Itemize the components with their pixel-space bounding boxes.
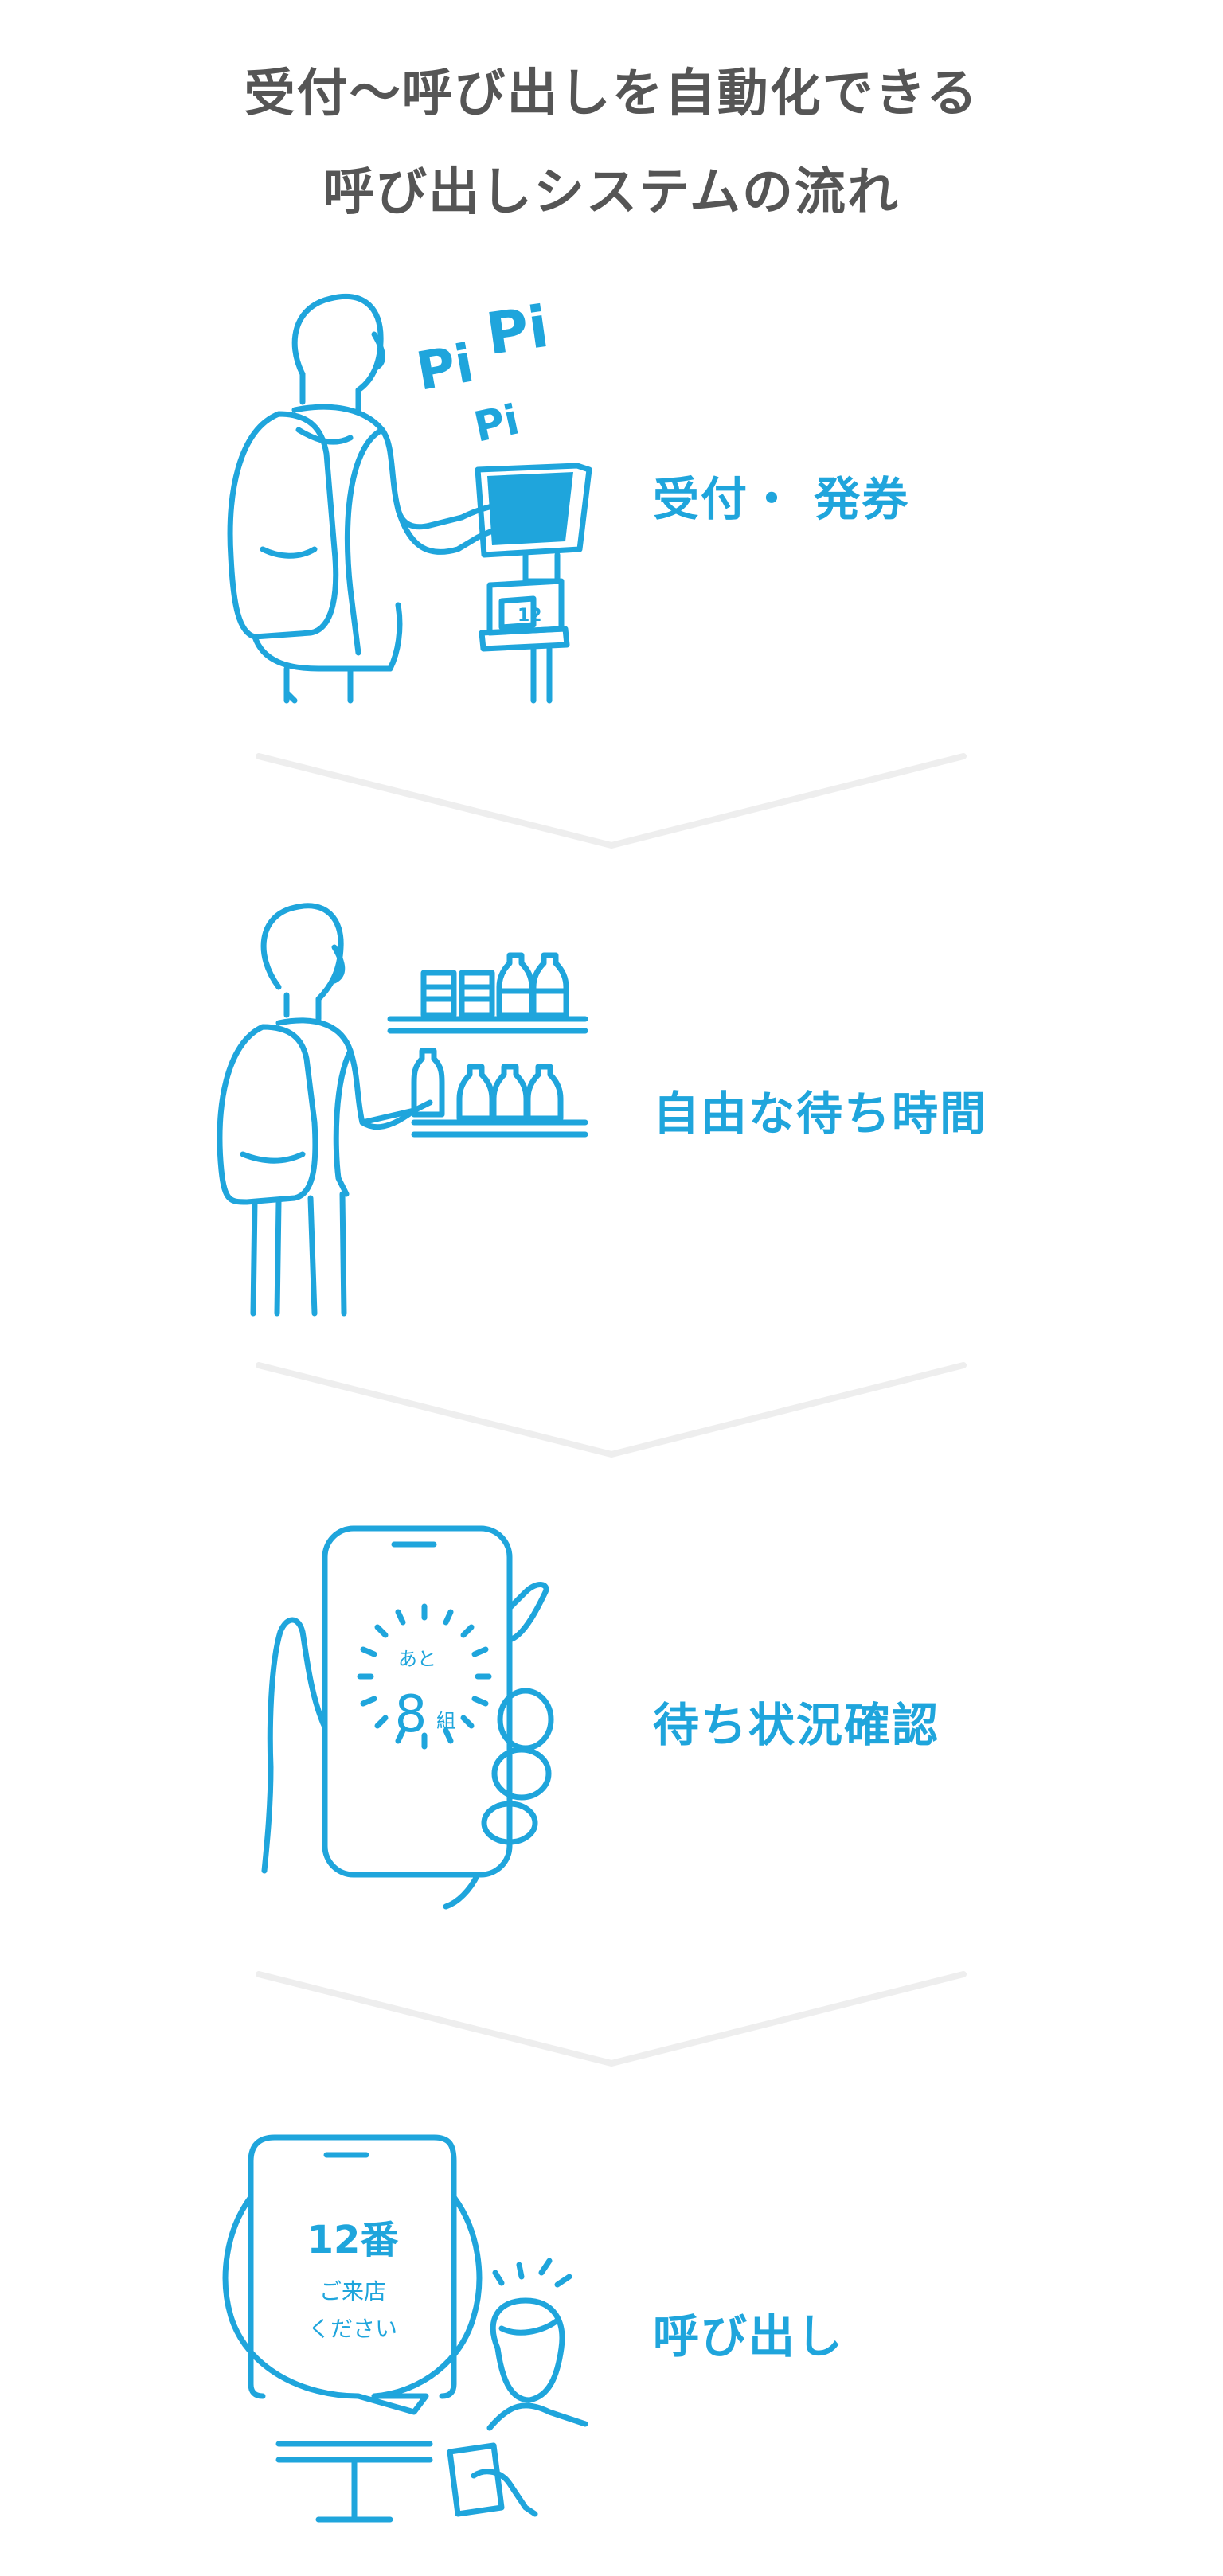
remaining-count: 8 <box>395 1685 428 1744</box>
call-message-line-2: ください <box>308 2316 397 2342</box>
pi-sound-3: Pi <box>470 396 523 451</box>
remaining-prefix: あと <box>398 1648 436 1670</box>
pi-sound-1: Pi <box>412 333 478 403</box>
step3-label: 待ち状況確認 <box>653 1698 940 1752</box>
step2-label: 自由な待ち時間 <box>653 1087 988 1141</box>
call-message-line-1: ご来店 <box>319 2278 386 2305</box>
step1-label: 受付・ 発券 <box>653 472 910 526</box>
pi-sound-2: Pi <box>483 293 553 368</box>
remaining-unit: 組 <box>436 1710 455 1732</box>
ticket-number: 12 <box>518 606 542 626</box>
page-title-line-1: 受付〜呼び出しを自動化できる <box>244 64 979 123</box>
call-number: 12番 <box>307 2218 399 2262</box>
step4-label: 呼び出し <box>653 2309 845 2363</box>
page-title-line-2: 呼び出しシステムの流れ <box>322 163 901 222</box>
